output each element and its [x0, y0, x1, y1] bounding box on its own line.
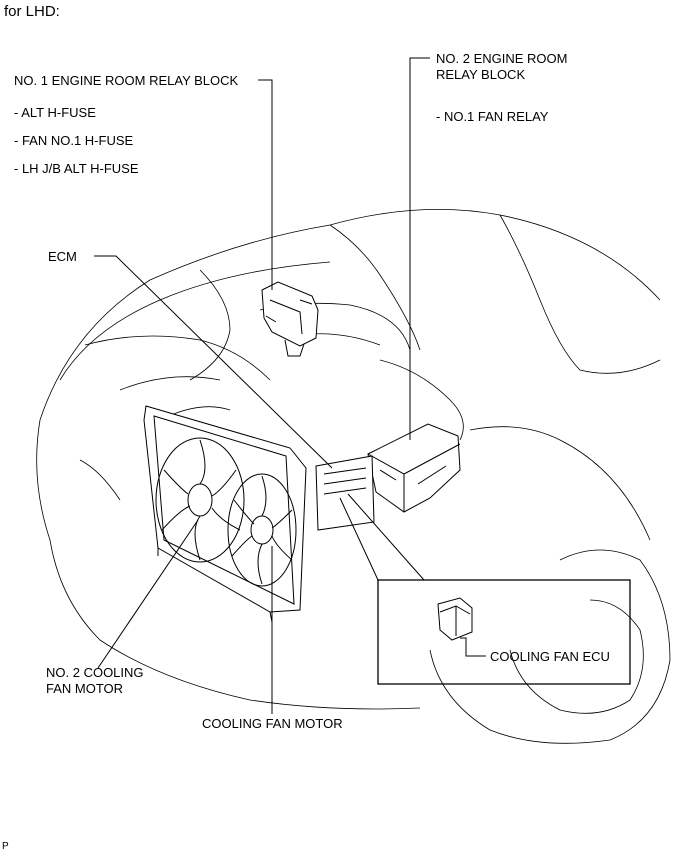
relay-block-2-component [367, 423, 461, 513]
relay-block-1-item: - FAN NO.1 H-FUSE [14, 133, 134, 148]
relay-block-1-label: NO. 1 ENGINE ROOM RELAY BLOCK [14, 73, 239, 88]
cooling-fan-ecu-label: COOLING FAN ECU [490, 649, 610, 664]
relay-block-1-component [261, 281, 319, 357]
relay-block-1-item: - LH J/B ALT H-FUSE [14, 161, 139, 176]
relay-block-2-item: - NO.1 FAN RELAY [436, 109, 549, 124]
relay-block-2-label-line2: RELAY BLOCK [436, 67, 526, 82]
ecu-inset-frame [377, 579, 631, 685]
ecm-component [315, 455, 375, 531]
relay-block-2-label-line1: NO. 2 ENGINE ROOM [436, 51, 568, 66]
no2-cooling-fan-motor-label-line1: NO. 2 COOLING [46, 665, 144, 680]
leader-lines [94, 57, 486, 714]
cooling-fan-ecu-part [437, 597, 473, 641]
ecm-label: ECM [48, 249, 77, 264]
radiator-fan-assembly [143, 405, 307, 623]
vehicle-body [36, 208, 671, 744]
relay-block-1-item: - ALT H-FUSE [14, 105, 96, 120]
page-title: for LHD: [4, 3, 60, 20]
no2-cooling-fan-motor-label-line2: FAN MOTOR [46, 681, 124, 696]
figure-code: P [2, 841, 9, 852]
cooling-fan-motor-label: COOLING FAN MOTOR [202, 716, 343, 731]
